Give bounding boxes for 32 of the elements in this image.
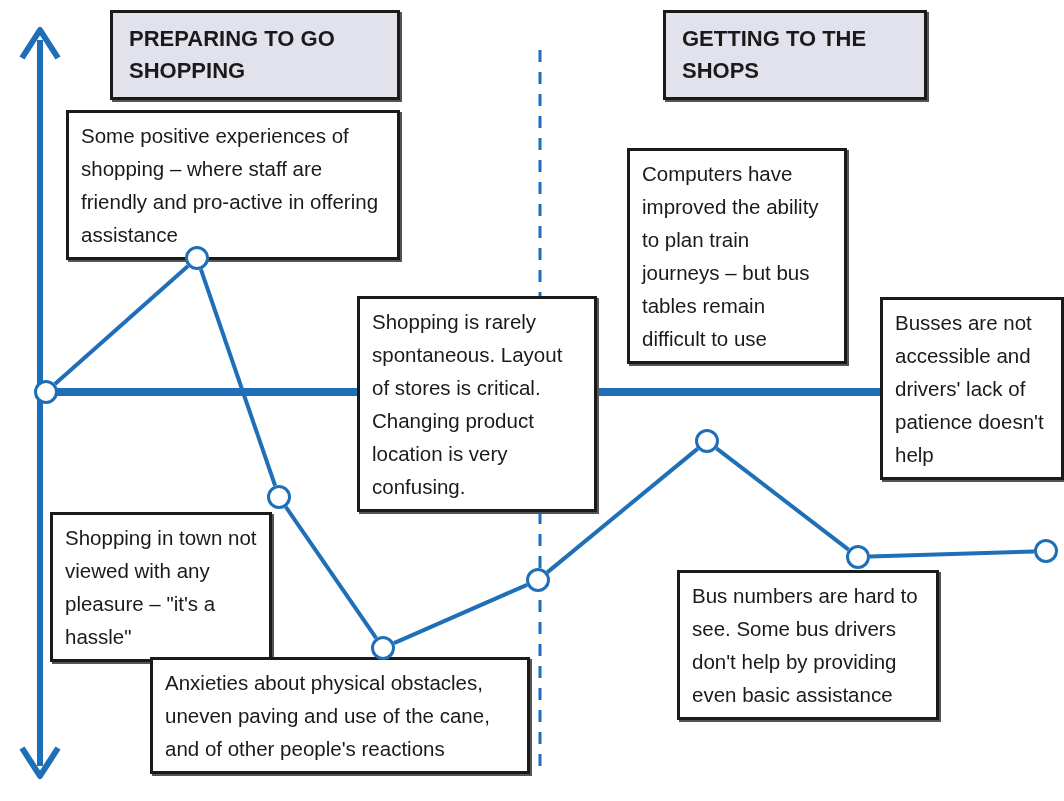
- note-box: [50, 512, 272, 662]
- journey-point: [267, 485, 291, 509]
- journey-line: [715, 446, 850, 552]
- journey-point: [526, 568, 550, 592]
- journey-line: [199, 268, 277, 487]
- note-text: Anxieties about physical obstacles, uneven paving and use of the cane, and of other people's reactions: [165, 670, 491, 762]
- note-box: [150, 657, 530, 774]
- note-text: Computers have improved the ability to plan train journeys – but bus tables remain difficult to use: [642, 161, 820, 352]
- journey-line: [284, 505, 378, 640]
- note-text: Bus numbers are hard to see. Some bus drivers don't help by providing even basic assistance: [692, 583, 919, 708]
- note-text: Shopping in town not viewed with any pleasure – "it's a hassle": [65, 525, 257, 650]
- stage-title: GETTING TO THE SHOPS: [682, 25, 868, 85]
- journey-line: [393, 583, 528, 645]
- journey-point: [846, 545, 870, 569]
- journey-line: [869, 549, 1035, 559]
- journey-point: [1034, 539, 1058, 563]
- note-box: [627, 148, 847, 364]
- stage-header-box: [110, 10, 400, 100]
- note-box: [677, 570, 939, 720]
- journey-point: [371, 636, 395, 660]
- note-text: Some positive experiences of shopping – where staff are friendly and pro-active in offering assistance: [81, 123, 380, 248]
- note-box: [880, 297, 1064, 480]
- journey-point: [34, 380, 58, 404]
- note-box: [66, 110, 400, 260]
- journey-point: [695, 429, 719, 453]
- stage-header-box: [663, 10, 927, 100]
- note-text: Busses are not accessible and drivers' lack of patience doesn't help: [895, 310, 1045, 468]
- note-box: [357, 296, 597, 512]
- note-text: Shopping is rarely spontaneous. Layout of stores is critical. Changing product location is very confusing.: [372, 309, 564, 500]
- journey-line: [53, 264, 190, 386]
- stage-title: PREPARING TO GO SHOPPING: [129, 25, 336, 85]
- journey-line: [546, 447, 699, 574]
